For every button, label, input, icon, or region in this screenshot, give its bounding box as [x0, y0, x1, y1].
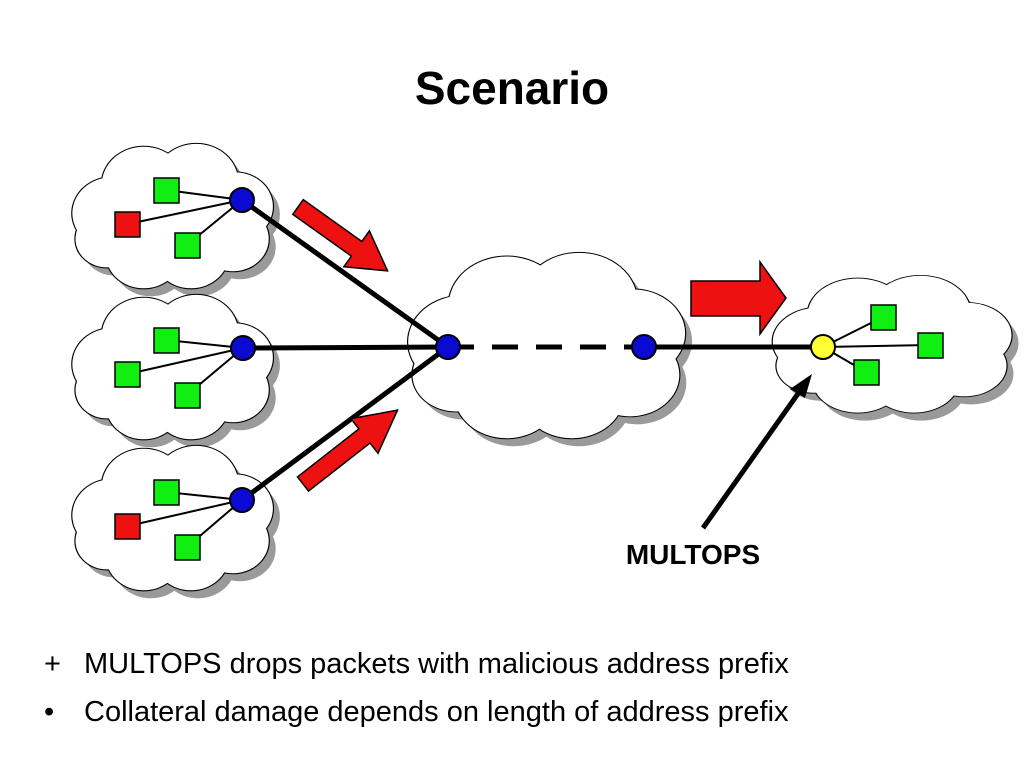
link-bottom	[240, 344, 450, 503]
cloud-top-left	[71, 142, 280, 297]
bullet-marker: •	[44, 696, 55, 728]
link-top	[240, 197, 450, 350]
core-router	[435, 334, 461, 360]
backbone-links	[240, 197, 823, 503]
edge-router	[229, 487, 255, 513]
traffic-arrows	[291, 198, 787, 493]
bullet-marker: +	[44, 648, 61, 680]
benign-host	[853, 359, 880, 386]
multops-label: MULTOPS	[626, 539, 760, 570]
bullet-item: + MULTOPS drops packets with malicious a…	[44, 640, 789, 688]
cloud-middle-left	[71, 293, 280, 448]
multops-callout-arrow	[700, 374, 812, 530]
bullet-list: + MULTOPS drops packets with malicious a…	[44, 640, 789, 736]
benign-host	[870, 304, 897, 331]
cloud-bottom-left	[71, 444, 280, 599]
core-router	[631, 334, 657, 360]
bullet-item: • Collateral damage depends on length of…	[44, 688, 789, 736]
benign-host	[174, 534, 201, 561]
bullet-text: Collateral damage depends on length of a…	[84, 696, 789, 728]
link-middle	[242, 344, 449, 351]
benign-host	[174, 232, 201, 259]
benign-host	[174, 382, 201, 409]
benign-host	[153, 177, 180, 204]
benign-host	[917, 332, 944, 359]
hosts	[114, 177, 944, 561]
edge-router	[230, 335, 256, 361]
bullet-text: MULTOPS drops packets with malicious add…	[84, 648, 789, 680]
benign-host	[114, 361, 141, 388]
traffic-arrow-bottom	[296, 409, 399, 493]
multops-router	[810, 334, 836, 360]
edge-router	[229, 187, 255, 213]
traffic-arrow-right	[690, 259, 787, 337]
routers	[229, 187, 836, 513]
traffic-arrow-top	[291, 198, 389, 272]
slide-title: Scenario	[414, 62, 610, 114]
network-diagram: MULTOPS	[71, 142, 1019, 599]
benign-host	[153, 479, 180, 506]
malicious-host	[114, 211, 141, 238]
benign-host	[153, 327, 180, 354]
malicious-host	[114, 513, 141, 540]
